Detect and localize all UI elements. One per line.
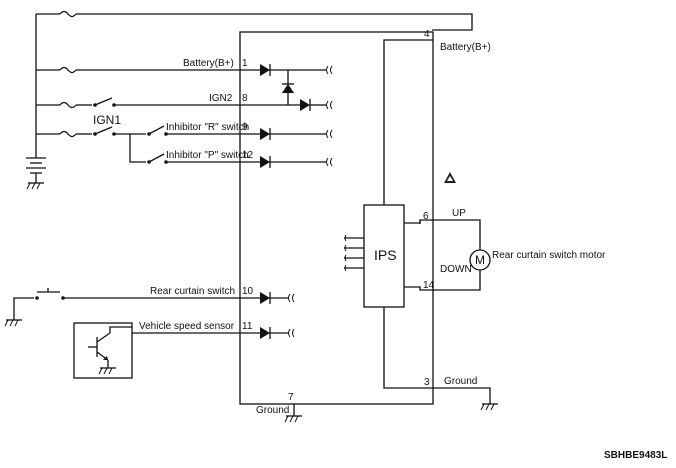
ign2-line: IGN2 8: [36, 93, 300, 109]
vehicle-speed-sensor-label: Vehicle speed sensor: [139, 321, 235, 332]
transistor-icon: [88, 326, 132, 368]
diode-icon: [300, 99, 310, 111]
ground-icon: [4, 319, 22, 327]
vehicle-speed-sensor-circuit: Vehicle speed sensor 11: [73, 321, 260, 379]
connector-icon: [288, 328, 295, 338]
pin-11: 11: [242, 321, 253, 332]
pin-3: 3: [424, 377, 430, 388]
diode-icon: [260, 327, 270, 339]
ground-icon: [26, 182, 44, 190]
fuse-icon: [59, 66, 77, 74]
pin-12: 12: [242, 150, 254, 161]
ign1-switch-icon: [94, 126, 113, 135]
pin-8: 8: [242, 93, 248, 104]
battery-icon: [26, 157, 46, 183]
battery-label-pin1: Battery(B+): [183, 58, 234, 69]
diode-icon: [260, 128, 270, 140]
battery-pin4-line: 4 Battery(B+): [383, 29, 491, 205]
inhibitor-r-switch-icon: [148, 125, 165, 135]
pin-10: 10: [242, 286, 254, 297]
down-label: DOWN: [440, 264, 472, 275]
ips-input-terminals: [344, 234, 364, 272]
rear-curtain-switch-circuit: Rear curtain switch 10: [4, 286, 260, 327]
inhibitor-r-label: Inhibitor "R" switch: [166, 122, 249, 133]
up-label: UP: [452, 208, 466, 219]
vehicle-speed-sensor-box: [73, 322, 133, 379]
diode-icon: [260, 156, 270, 168]
connector-icon: [288, 293, 295, 303]
ign2-switch-icon: [94, 97, 113, 106]
ign1-line: IGN1 Inhibitor "R" switch 9 Inhibitor "P…: [36, 113, 260, 164]
fuse-icon: [59, 10, 77, 18]
ground-icon: [284, 415, 302, 423]
motor-label: Rear curtain switch motor: [492, 250, 606, 261]
ground-pin7: 7 Ground: [256, 392, 302, 423]
ign1-label: IGN1: [93, 113, 121, 127]
connector-icon: [326, 157, 333, 167]
inhibitor-p-switch-icon: [148, 153, 165, 163]
ign2-label: IGN2: [209, 93, 233, 104]
diode-icon: [260, 292, 270, 304]
diodes: [260, 64, 333, 339]
diode-icon: [260, 64, 270, 76]
inhibitor-p-label: Inhibitor "P" switch: [166, 150, 249, 161]
connector-icon: [326, 129, 333, 139]
motor-symbol: M: [475, 253, 485, 267]
battery-b-plus-line: Battery(B+) 1: [36, 58, 260, 74]
ips-label: IPS: [374, 247, 397, 263]
pin-9: 9: [242, 122, 248, 133]
ground-label-pin7: Ground: [256, 405, 289, 416]
ground-pin3: 3 Ground: [424, 376, 498, 411]
ground-icon: [98, 367, 116, 375]
pin-6: 6: [423, 211, 429, 222]
figure-code: SBHBE9483L: [604, 450, 667, 461]
connector-icon: [326, 100, 333, 110]
pin-4: 4: [424, 29, 430, 40]
connector-icon: [326, 65, 333, 75]
motor-circuit: 6 14 UP DOWN M Rear curtain switch motor: [404, 208, 606, 291]
ground-label-pin3: Ground: [444, 376, 477, 387]
control-unit-box: [239, 31, 434, 405]
pin-1: 1: [242, 58, 248, 69]
fuse-icon: [59, 101, 77, 109]
pin-14: 14: [423, 280, 435, 291]
pin-7: 7: [288, 392, 294, 403]
ground-icon: [480, 403, 498, 411]
motor-icon: [469, 249, 491, 271]
fuse-icon: [59, 130, 77, 138]
diode-icon: [282, 84, 294, 93]
rear-curtain-switch-label: Rear curtain switch: [150, 286, 235, 297]
warning-triangle-icon: [444, 172, 456, 183]
battery-label-pin4: Battery(B+): [440, 42, 491, 53]
ips-block: IPS: [344, 204, 433, 389]
